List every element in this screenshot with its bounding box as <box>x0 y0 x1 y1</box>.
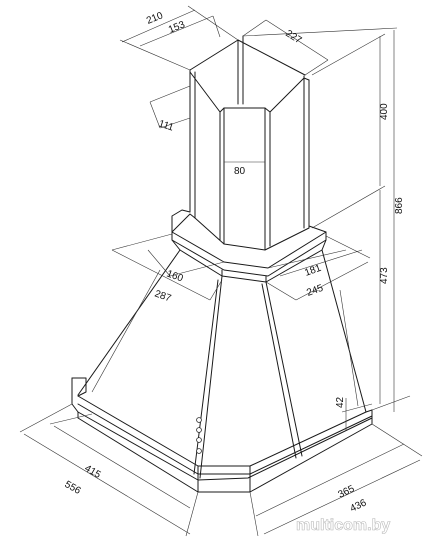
dimension-lines <box>19 5 423 537</box>
dim-473: 473 <box>379 267 390 284</box>
dim-556: 556 <box>63 479 83 497</box>
collar <box>171 209 327 283</box>
dim-227: 227 <box>283 28 303 46</box>
dim-436: 436 <box>348 497 368 514</box>
control-button-2 <box>196 427 202 433</box>
dim-415: 415 <box>83 463 103 481</box>
dim-365: 365 <box>336 483 356 500</box>
control-button-3 <box>196 437 202 443</box>
dim-287: 287 <box>153 288 173 304</box>
dim-153: 153 <box>167 19 187 36</box>
dim-80: 80 <box>234 166 246 177</box>
dimension-labels: 210 153 227 111 400 80 866 473 160 181 2… <box>63 10 406 515</box>
chimney <box>189 35 310 251</box>
dim-42: 42 <box>335 396 346 408</box>
dim-160: 160 <box>165 268 185 284</box>
control-button-1 <box>196 417 202 423</box>
dim-245: 245 <box>305 283 325 299</box>
dim-400: 400 <box>379 103 390 120</box>
control-buttons <box>196 417 202 454</box>
control-button-4 <box>196 448 202 454</box>
watermark-text: multicom.by <box>296 517 390 534</box>
dim-181: 181 <box>303 263 323 279</box>
dim-866: 866 <box>394 197 405 214</box>
base-rim <box>71 377 373 493</box>
dim-111: 111 <box>157 118 175 133</box>
hood-body <box>77 249 367 479</box>
